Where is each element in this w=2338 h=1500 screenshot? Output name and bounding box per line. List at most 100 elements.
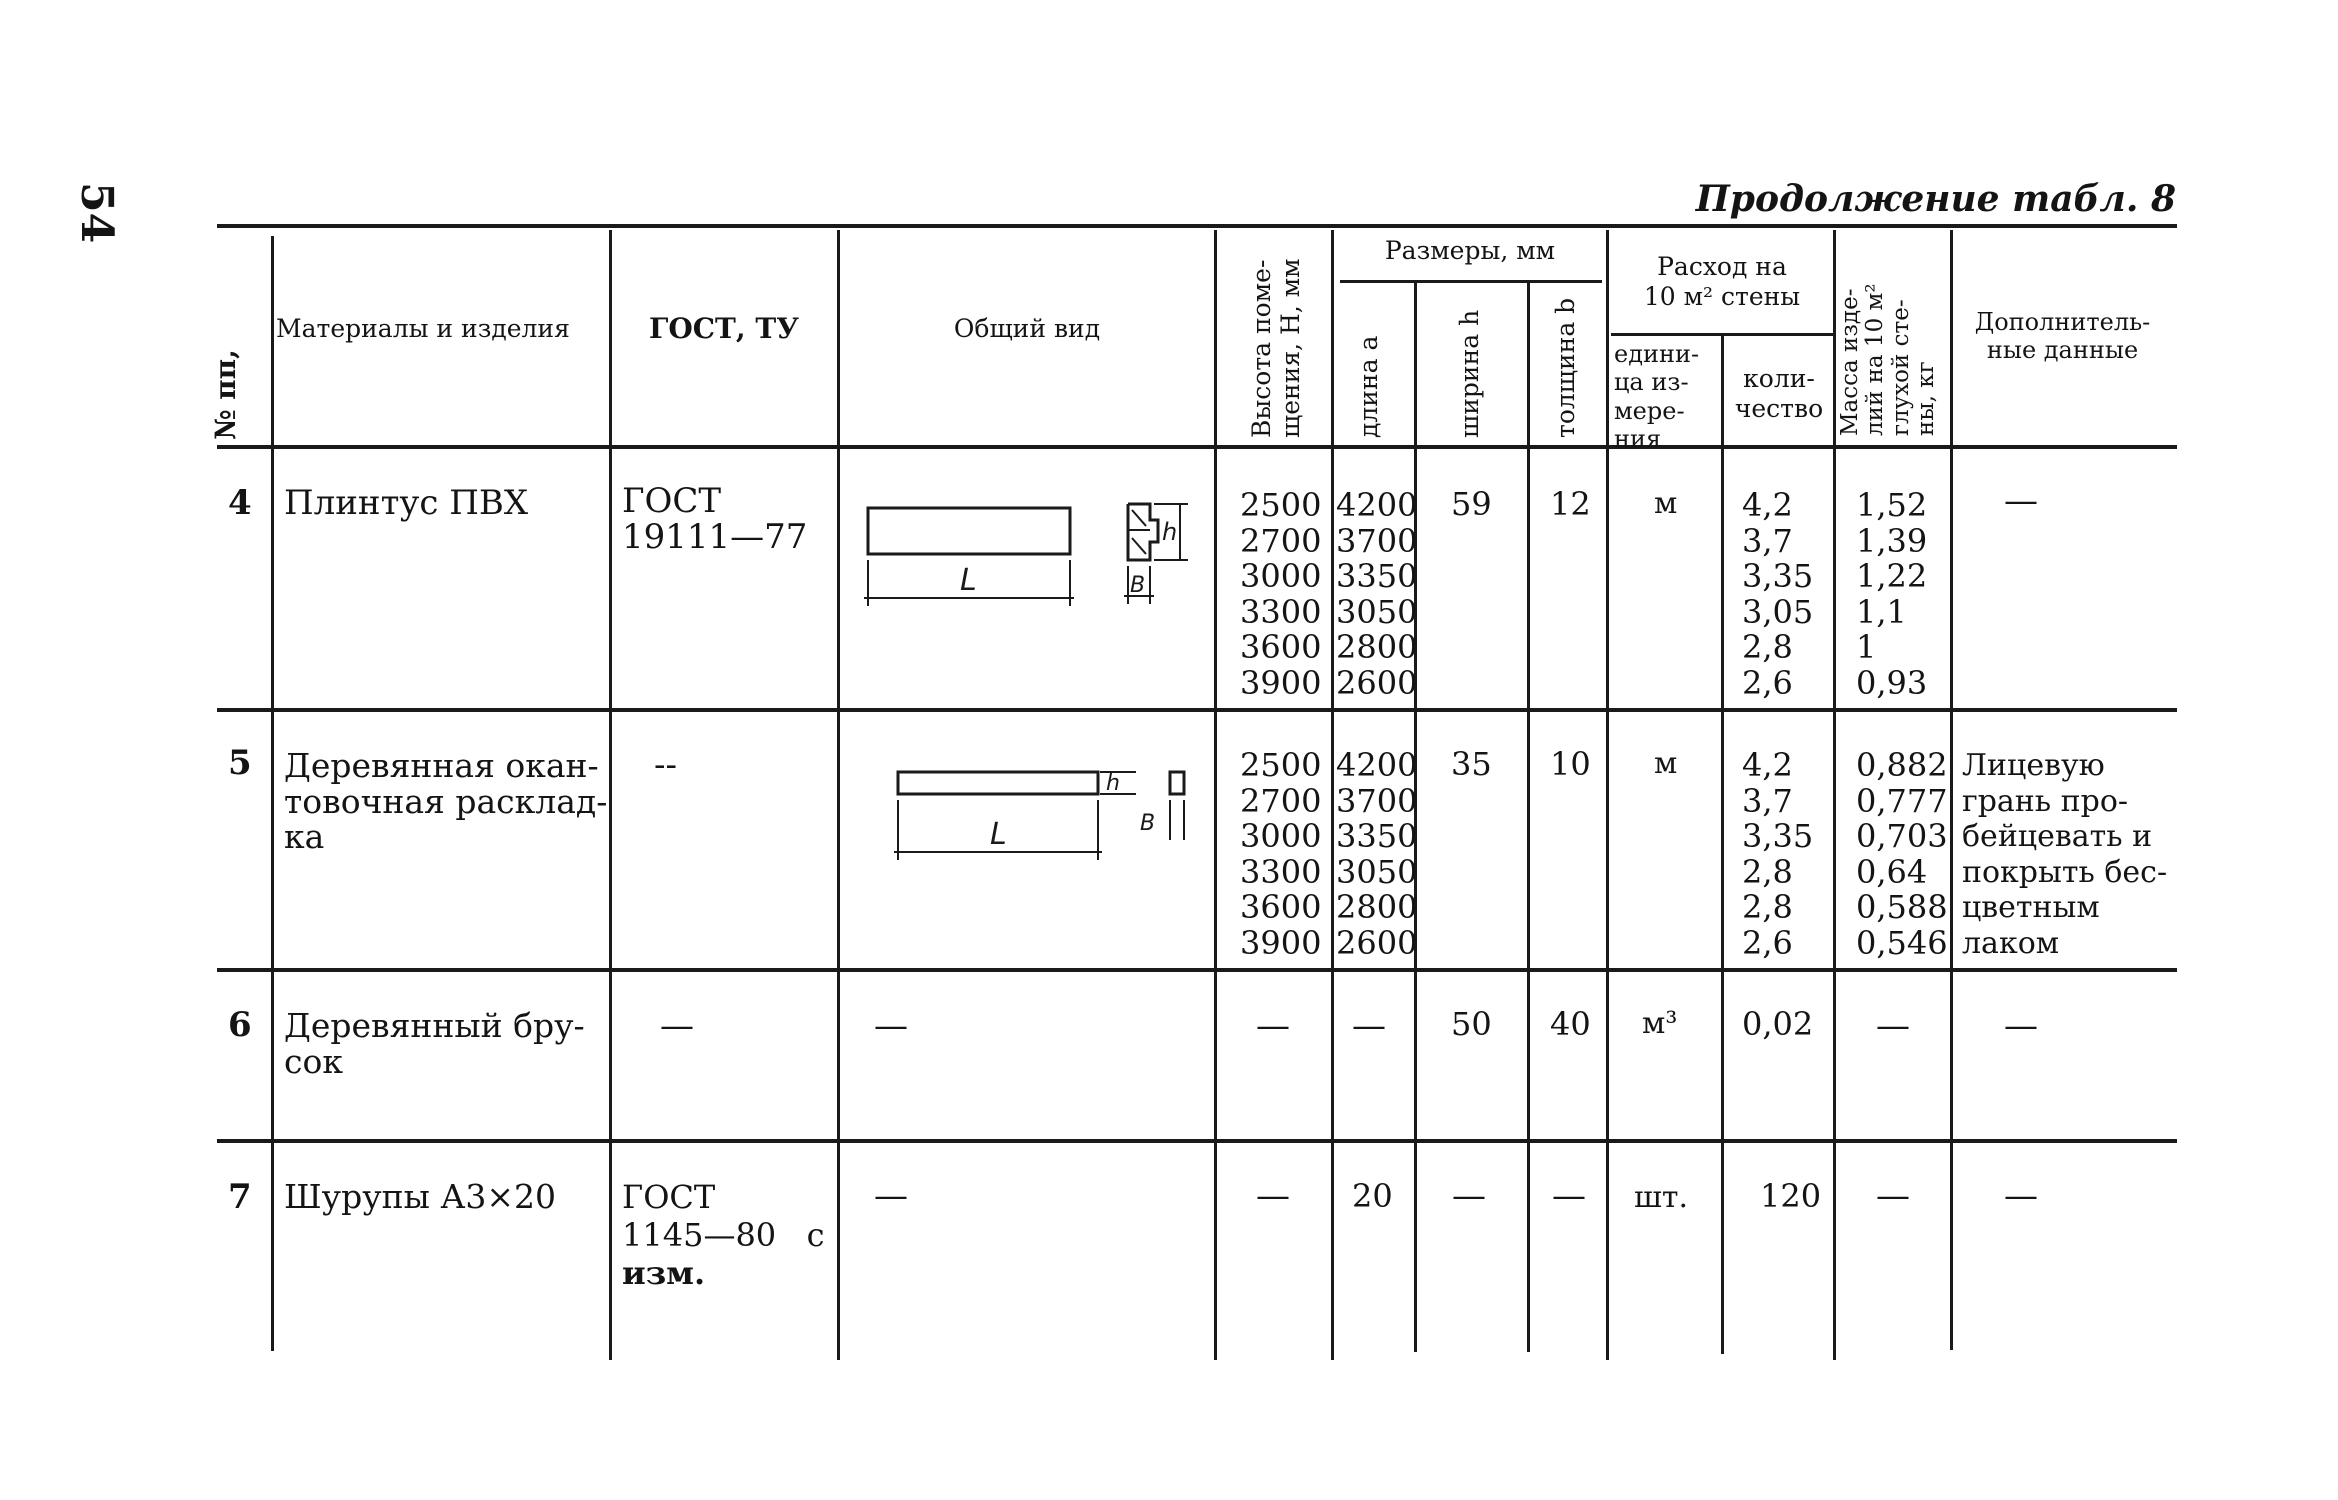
column-rule: [1527, 282, 1530, 1352]
room-heights: 2500 2700 3000 3300 3600 3900: [1240, 747, 1322, 962]
length-value: 2600: [1336, 923, 1418, 962]
quantity-value: 2,6: [1742, 663, 1793, 702]
header-room-height: Высота поме- щения, H, мм: [1247, 258, 1306, 438]
material-name: Деревянная окан- товочная расклад- ка: [284, 748, 607, 855]
thickness-label: B: [1130, 573, 1145, 598]
unit-value: м: [1654, 746, 1678, 781]
length-value: 3700: [1336, 781, 1418, 820]
mass-value: 1,1: [1856, 592, 1907, 631]
mass-value: 0,64: [1856, 852, 1928, 891]
length-value: 20: [1352, 1177, 1393, 1215]
gost-reference: --: [654, 745, 677, 785]
dimensions-subheader-rule: [1340, 280, 1602, 283]
width-value: 35: [1451, 745, 1492, 783]
column-rule: [1950, 230, 1953, 1350]
extra-data: —: [2004, 1006, 2038, 1046]
header-materials: Материалы и изделия: [276, 314, 570, 343]
lengths: 4200 3700 3350 3050 2800 2600: [1336, 746, 1418, 962]
quantity-value: 0,02: [1742, 1005, 1814, 1043]
thickness-label: B: [1140, 811, 1155, 836]
height-value: 2500: [1240, 486, 1322, 524]
header-quantity-line: коли-: [1743, 364, 1815, 393]
extra-line: Лицевую: [1962, 748, 2105, 783]
header-length: длина a: [1354, 335, 1383, 438]
row-number: 6: [228, 1005, 252, 1045]
header-number: № пп,: [209, 349, 242, 440]
material-name: Плинтус ПВХ: [284, 483, 529, 523]
table-continuation-caption: Продолжение табл. 8: [1695, 178, 2176, 220]
height-value: 3300: [1240, 592, 1322, 631]
header-dimensions: Размеры, мм: [1384, 236, 1556, 265]
plinth-outline: [866, 506, 1072, 556]
material-line: ка: [284, 817, 325, 856]
header-consumption-line: Расход на: [1657, 252, 1787, 281]
table-top-rule: [217, 224, 2177, 228]
mass-value: 1,22: [1856, 557, 1928, 595]
quantity-value: 2,6: [1742, 923, 1793, 962]
gost-line: изм.: [622, 1254, 706, 1292]
extra-line: грань про-: [1962, 783, 2129, 819]
material-line: товочная расклад-: [284, 781, 608, 821]
row-number: 4: [228, 483, 252, 523]
height-value: 3900: [1240, 663, 1322, 702]
extra-line: покрыть бес-: [1962, 854, 2168, 890]
header-room-height-line: щения, H, мм: [1275, 258, 1305, 438]
extra-line: цветным: [1962, 890, 2100, 925]
extra-line: лаком: [1962, 925, 2060, 961]
gost-reference: ГОСТ 1145—80 с изм.: [622, 1178, 825, 1292]
header-mass-line: глухой сте-: [1887, 299, 1914, 436]
quantity-value: 3,05: [1742, 592, 1814, 631]
header-unit-line: ца из-: [1614, 368, 1689, 397]
length-value: 3050: [1336, 852, 1418, 891]
mass-value: 0,546: [1856, 923, 1948, 962]
plinth-profile: [1126, 502, 1160, 562]
material-line: Деревянный бру-: [284, 1006, 585, 1045]
header-quantity-line: чество: [1734, 393, 1824, 423]
quantity-value: 2,8: [1742, 852, 1793, 891]
column-rule: [1606, 230, 1609, 1360]
height-value: 3600: [1240, 628, 1322, 666]
width-value: 50: [1451, 1005, 1492, 1043]
quantity-value: 3,7: [1742, 781, 1793, 820]
masses: 1,52 1,39 1,22 1,1 1 0,93: [1856, 486, 1928, 701]
header-gost: ГОСТ, ТУ: [649, 312, 799, 345]
quantity-value: 4,2: [1742, 746, 1793, 784]
thickness-value: 12: [1550, 485, 1591, 523]
header-extra-line: Дополнитель-: [1974, 308, 2151, 336]
length-value: 3700: [1336, 521, 1418, 560]
material-name: Шурупы А3×20: [284, 1177, 556, 1216]
thickness-value: 10: [1550, 745, 1591, 783]
height-value: 3900: [1240, 923, 1322, 962]
column-rule: [1331, 230, 1334, 1360]
header-room-height-line: Высота поме-: [1247, 259, 1276, 438]
header-mass: Масса изде- лий на 10 м² глухой сте- ны,…: [1837, 283, 1939, 436]
header-width: ширина h: [1455, 309, 1484, 438]
mass-value: 1,39: [1856, 521, 1928, 560]
height-value: 3000: [1240, 557, 1322, 595]
masses: 0,882 0,777 0,703 0,64 0,588 0,546: [1856, 747, 1948, 962]
gost-line: ГОСТ: [622, 481, 722, 521]
unit-value: м: [1654, 486, 1678, 521]
mass-value: —: [1876, 1006, 1910, 1046]
height-value: 3000: [1240, 817, 1322, 855]
page-number: 54: [71, 182, 122, 244]
header-mass-line: лий на 10 м²: [1862, 283, 1889, 436]
extra-data: Лицевую грань про- бейцевать и покрыть б…: [1962, 748, 2167, 961]
material-line: Деревянная окан-: [284, 746, 599, 785]
length-label: L: [960, 563, 977, 598]
width-value: 59: [1451, 485, 1492, 523]
unit-value: шт.: [1634, 1180, 1689, 1215]
length-value: —: [1352, 1006, 1386, 1046]
strip-profile: [1168, 770, 1186, 796]
quantity-value: 2,8: [1742, 888, 1793, 926]
room-heights: 2500 2700 3000 3300 3600 3900: [1240, 486, 1322, 702]
header-bottom-rule: [217, 445, 2177, 449]
mass-value: 1,52: [1856, 486, 1928, 524]
length-value: 4200: [1336, 746, 1418, 784]
column-rule: [837, 230, 840, 1360]
strip-sketch: L h B: [894, 770, 1186, 860]
header-general-view: Общий вид: [953, 314, 1101, 343]
length-value: 3350: [1336, 817, 1418, 855]
quantity-value: 3,35: [1742, 557, 1814, 595]
width-value: —: [1452, 1176, 1486, 1216]
